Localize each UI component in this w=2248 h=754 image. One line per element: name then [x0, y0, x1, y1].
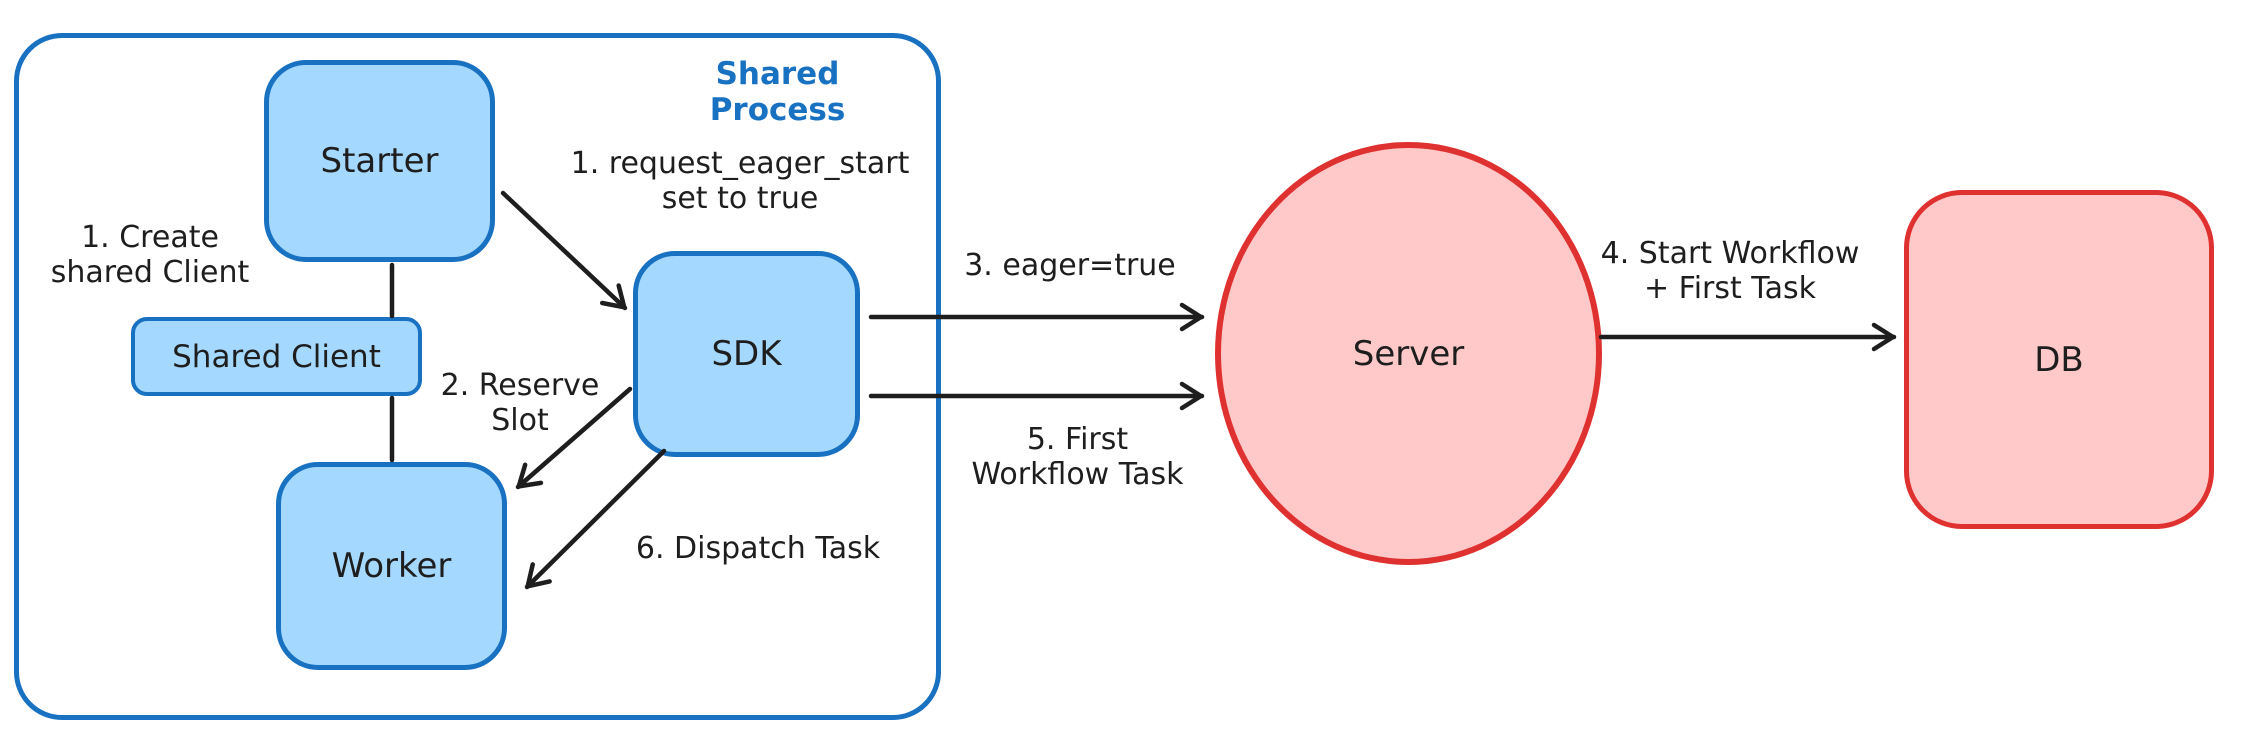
- worker-label: Worker: [331, 546, 452, 586]
- db-label: DB: [2034, 339, 2084, 380]
- starter-node: Starter: [264, 60, 495, 262]
- annotation-first-workflow-task: 5. First Workflow Task: [971, 422, 1184, 492]
- shared-client-label: Shared Client: [172, 338, 381, 375]
- shared-process-container: [14, 33, 941, 720]
- sdk-node: SDK: [633, 251, 860, 457]
- annotation-create-shared-client: 1. Create shared Client: [50, 220, 250, 290]
- starter-label: Starter: [320, 141, 439, 181]
- server-node: Server: [1215, 142, 1602, 565]
- annotation-start-workflow-first-task: 4. Start Workflow + First Task: [1600, 236, 1860, 306]
- annotation-reserve-slot: 2. Reserve Slot: [440, 368, 600, 438]
- annotation-request-eager-start: 1. request_eager_start set to true: [570, 146, 910, 216]
- shared-process-label: Shared Process: [709, 56, 846, 128]
- db-node: DB: [1904, 190, 2214, 529]
- annotation-dispatch-task: 6. Dispatch Task: [635, 531, 881, 566]
- worker-node: Worker: [276, 462, 507, 670]
- annotation-eager-true: 3. eager=true: [964, 248, 1176, 283]
- shared-client-node: Shared Client: [131, 317, 422, 396]
- server-label: Server: [1352, 333, 1465, 374]
- sdk-label: SDK: [711, 334, 782, 374]
